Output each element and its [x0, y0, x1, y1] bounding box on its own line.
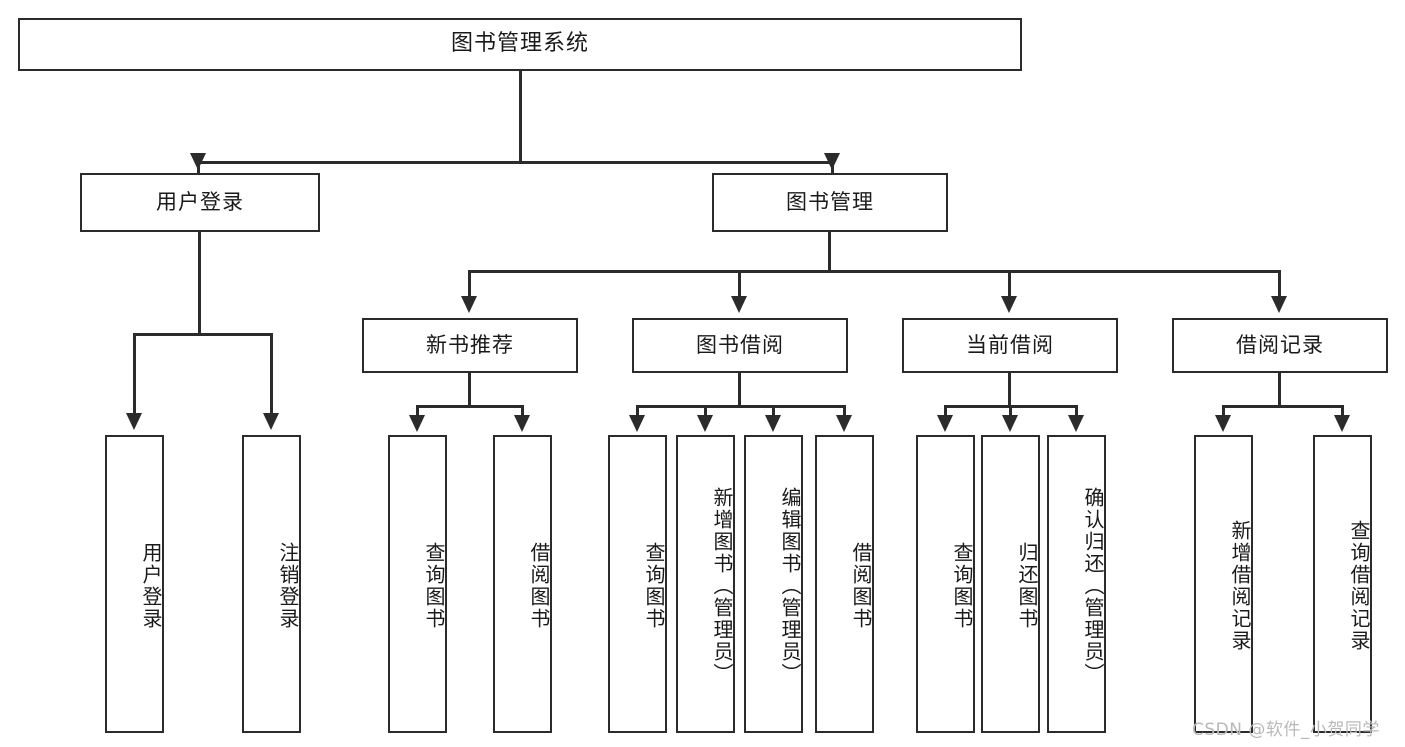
arrow-borrow-record-leaf-1: [1215, 415, 1231, 432]
node-current-borrow[interactable]: 当前借阅: [902, 318, 1118, 373]
connector-new-book-stem: [468, 373, 471, 407]
leaf-current-borrow-query-book[interactable]: 查询图书: [916, 435, 975, 733]
csdn-watermark: CSDN @软件_小贺同学: [1192, 720, 1380, 740]
leaf-book-borrow-add-book-admin[interactable]: 新增图书（管理员）: [676, 435, 735, 733]
arrow-book-manage-to-borrow-record: [1271, 296, 1287, 313]
node-root-book-management-system[interactable]: 图书管理系统: [18, 18, 1022, 71]
connector-book-manage-bar: [468, 270, 1280, 273]
leaf-user-login-login[interactable]: 用户登录: [105, 435, 164, 733]
leaf-book-borrow-borrow-book[interactable]: 借阅图书: [815, 435, 874, 733]
leaf-new-book-query-book[interactable]: 查询图书: [388, 435, 447, 733]
connector-book-borrow-leaf-3: [772, 405, 775, 417]
connector-new-book-leaf-1: [416, 405, 419, 417]
connector-book-manage-stem: [828, 232, 831, 272]
leaf-book-borrow-query-book[interactable]: 查询图书: [608, 435, 667, 733]
leaf-user-login-logout[interactable]: 注销登录: [242, 435, 301, 733]
arrow-user-login-leaf-2: [263, 413, 279, 430]
connector-current-borrow-leaf-3: [1075, 405, 1078, 417]
arrow-borrow-record-leaf-2: [1334, 415, 1350, 432]
connector-user-login-leaf-2: [270, 333, 273, 415]
arrow-book-manage-to-current-borrow: [1001, 296, 1017, 313]
connector-book-borrow-leaf-1: [636, 405, 639, 417]
connector-borrow-record-bar: [1222, 405, 1344, 408]
arrow-new-book-leaf-2: [514, 415, 530, 432]
connector-current-borrow-leaf-1: [944, 405, 947, 417]
arrow-book-borrow-leaf-3: [765, 415, 781, 432]
connector-book-manage-to-new-book: [468, 270, 471, 298]
leaf-current-borrow-return-book[interactable]: 归还图书: [981, 435, 1040, 733]
arrow-new-book-leaf-1: [409, 415, 425, 432]
connector-user-login-bar: [133, 333, 273, 336]
connector-borrow-record-leaf-2: [1341, 405, 1344, 417]
connector-new-book-bar: [416, 405, 524, 408]
connector-user-login-stem: [198, 232, 201, 335]
connector-borrow-record-leaf-1: [1222, 405, 1225, 417]
arrow-book-manage-to-new-book: [461, 296, 477, 313]
connector-new-book-leaf-2: [521, 405, 524, 417]
leaf-current-borrow-confirm-return-admin[interactable]: 确认归还（管理员）: [1047, 435, 1106, 733]
leaf-borrow-record-query-record[interactable]: 查询借阅记录: [1313, 435, 1372, 733]
node-borrow-record[interactable]: 借阅记录: [1172, 318, 1388, 373]
connector-current-borrow-stem: [1008, 373, 1011, 407]
arrow-book-borrow-leaf-4: [836, 415, 852, 432]
arrow-current-borrow-leaf-2: [1002, 415, 1018, 432]
leaf-new-book-borrow-book[interactable]: 借阅图书: [493, 435, 552, 733]
arrow-current-borrow-leaf-3: [1068, 415, 1084, 432]
connector-root-stem: [519, 71, 522, 163]
connector-book-manage-to-book-borrow: [738, 270, 741, 298]
connector-book-borrow-bar: [636, 405, 846, 408]
arrow-book-borrow-leaf-1: [629, 415, 645, 432]
arrow-book-borrow-leaf-2: [697, 415, 713, 432]
connector-root-bar: [197, 161, 834, 164]
connector-book-manage-to-borrow-record: [1278, 270, 1281, 298]
arrow-book-manage-to-book-borrow: [731, 296, 747, 313]
connector-user-login-leaf-1: [133, 333, 136, 415]
arrow-root-to-book-manage: [824, 153, 840, 170]
arrow-current-borrow-leaf-1: [937, 415, 953, 432]
connector-book-borrow-stem: [738, 373, 741, 407]
arrow-root-to-user-login: [190, 153, 206, 170]
connector-borrow-record-stem: [1278, 373, 1281, 407]
node-book-management[interactable]: 图书管理: [712, 173, 948, 232]
connector-book-borrow-leaf-2: [704, 405, 707, 417]
node-book-borrow[interactable]: 图书借阅: [632, 318, 848, 373]
connector-book-manage-to-current-borrow: [1008, 270, 1011, 298]
node-new-book-recommend[interactable]: 新书推荐: [362, 318, 578, 373]
connector-current-borrow-leaf-2: [1009, 405, 1012, 417]
arrow-user-login-leaf-1: [126, 413, 142, 430]
leaf-book-borrow-edit-book-admin[interactable]: 编辑图书（管理员）: [744, 435, 803, 733]
node-user-login[interactable]: 用户登录: [80, 173, 320, 232]
leaf-borrow-record-add-record[interactable]: 新增借阅记录: [1194, 435, 1253, 733]
connector-book-borrow-leaf-4: [843, 405, 846, 417]
